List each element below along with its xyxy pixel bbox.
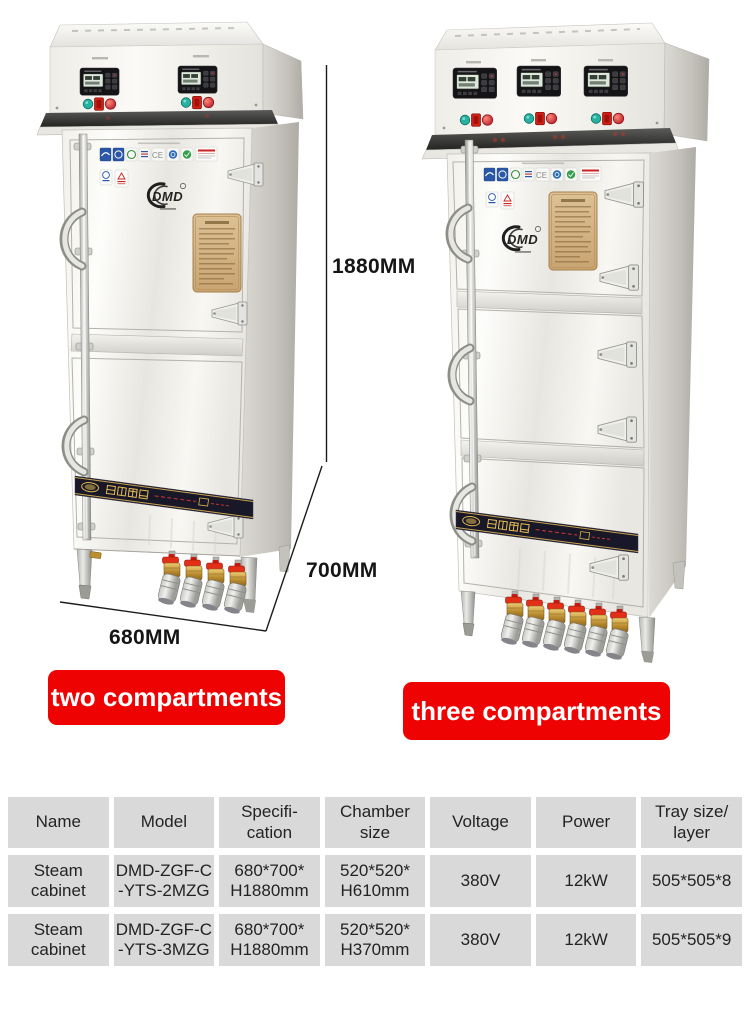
legs-and-valves bbox=[76, 544, 291, 616]
table-cell: 520*520* H370mm bbox=[324, 914, 426, 966]
table-cell: 680*700* H1880mm bbox=[219, 914, 320, 966]
table-cell: 505*505*8 bbox=[641, 855, 742, 907]
door-handle bbox=[59, 133, 96, 541]
brand-text: DMD bbox=[507, 232, 538, 247]
steam-valve bbox=[583, 602, 609, 659]
indicator-lights bbox=[590, 111, 625, 126]
spec-table-header-row: Name Model Specifi- cation Chamber size … bbox=[8, 797, 742, 848]
col-header-tray-size: Tray size/ layer bbox=[641, 797, 742, 848]
ce-mark: CE bbox=[536, 171, 547, 180]
energy-saving-banner bbox=[455, 509, 639, 554]
col-header-voltage: Voltage bbox=[430, 797, 531, 848]
temperature-controller bbox=[177, 65, 218, 94]
tag-three-compartments: three compartments bbox=[403, 682, 670, 740]
temperature-controller bbox=[79, 67, 120, 96]
brand-logo: DMD bbox=[146, 181, 188, 212]
table-cell: 680*700* H1880mm bbox=[219, 855, 320, 907]
width-dimension-line bbox=[59, 601, 267, 632]
steam-valve bbox=[541, 596, 567, 653]
steam-valve bbox=[562, 599, 588, 656]
instruction-label bbox=[192, 213, 242, 293]
dimension-lines bbox=[59, 65, 328, 632]
spec-table-row-3mzg: Steam cabinet DMD-ZGF-C -YTS-3MZG 680*70… bbox=[8, 914, 742, 966]
table-cell: DMD-ZGF-C -YTS-2MZG bbox=[113, 855, 215, 907]
col-header-model: Model bbox=[113, 797, 215, 848]
indicator-lights bbox=[82, 97, 117, 111]
table-cell: 380V bbox=[430, 855, 531, 907]
spec-table-row-2mzg: Steam cabinet DMD-ZGF-C -YTS-2MZG 680*70… bbox=[8, 855, 742, 907]
brand-text: DMD bbox=[152, 189, 183, 204]
table-cell: 12kW bbox=[535, 914, 637, 966]
depth-dimension-label: 700MM bbox=[306, 559, 378, 582]
indicator-lights bbox=[180, 95, 215, 110]
temperature-controller bbox=[452, 67, 498, 99]
steam-valve bbox=[520, 593, 546, 650]
width-dimension-label: 680MM bbox=[109, 626, 181, 649]
spec-table: Name Model Specifi- cation Chamber size … bbox=[3, 790, 747, 973]
tag-two-compartments: two compartments bbox=[48, 670, 285, 725]
upper-door bbox=[69, 137, 245, 333]
steam-valve bbox=[200, 556, 226, 613]
cabinet-two-compartments: CE DMD bbox=[36, 21, 304, 616]
steam-valve bbox=[499, 590, 525, 647]
col-header-chamber-size: Chamber size bbox=[324, 797, 426, 848]
indicator-lights bbox=[523, 111, 558, 126]
col-header-power: Power bbox=[535, 797, 637, 848]
depth-dimension-line bbox=[265, 465, 323, 632]
table-cell: Steam cabinet bbox=[8, 914, 109, 966]
steam-valve bbox=[222, 559, 248, 616]
steam-valve bbox=[604, 605, 630, 662]
col-header-specification: Specifi- cation bbox=[219, 797, 320, 848]
table-cell: 380V bbox=[430, 914, 531, 966]
indicator-lights bbox=[459, 113, 494, 127]
table-cell: Steam cabinet bbox=[8, 855, 109, 907]
door-handle bbox=[445, 139, 483, 559]
control-panel bbox=[36, 21, 304, 136]
product-illustration: CE DMD bbox=[36, 21, 710, 663]
legs-and-valves bbox=[460, 560, 686, 663]
height-dimension-label: 1880MM bbox=[332, 255, 416, 278]
instruction-label bbox=[548, 191, 598, 271]
steam-valve bbox=[156, 550, 182, 607]
temperature-controller bbox=[583, 65, 629, 97]
table-cell: DMD-ZGF-C -YTS-3MZG bbox=[113, 914, 215, 966]
table-cell: 520*520* H610mm bbox=[324, 855, 426, 907]
table-cell: 12kW bbox=[535, 855, 637, 907]
energy-saving-banner bbox=[74, 475, 254, 520]
temperature-controller bbox=[516, 65, 562, 97]
col-header-name: Name bbox=[8, 797, 109, 848]
steam-valve bbox=[178, 553, 204, 610]
brand-logo: DMD bbox=[501, 224, 543, 255]
cabinet-body bbox=[446, 147, 696, 618]
control-panel bbox=[421, 22, 710, 160]
table-cell: 505*505*9 bbox=[641, 914, 742, 966]
ce-mark: CE bbox=[152, 151, 163, 160]
cabinet-three-compartments: CE DMD bbox=[421, 22, 710, 663]
